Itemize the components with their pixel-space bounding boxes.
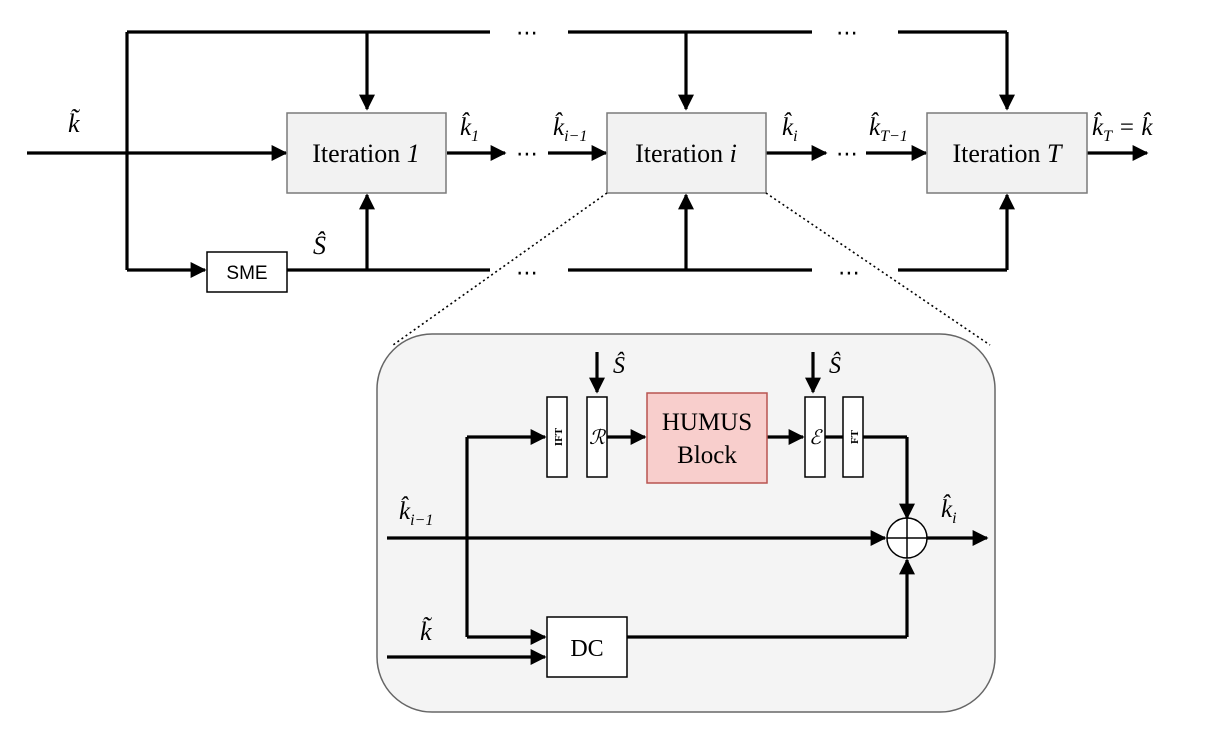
humus-block: HUMUS Block (646, 392, 768, 484)
k-tilde-label: k̃ (68, 109, 81, 138)
ift-label: IFT (553, 427, 565, 446)
k-t-minus-1-label: k̂T−1 (869, 112, 908, 145)
iteration-t-label: Iteration T (952, 139, 1063, 168)
e-operator-block: ℰ (804, 396, 826, 478)
sme-label: SME (226, 263, 267, 284)
sum-node (886, 517, 928, 559)
zoom-guide-right (765, 192, 991, 346)
ellipsis-bottom-1: ⋯ (516, 261, 538, 286)
iteration-1-label: Iteration 1 (312, 139, 420, 168)
k-i-minus-1-label: k̂i−1 (553, 112, 587, 145)
ft-label: FT (849, 429, 861, 444)
zoom-s-hat-label-2: Ŝ (829, 352, 841, 379)
zoom-k-i-label: k̂i (941, 494, 957, 527)
ellipsis-mid-2: ⋯ (836, 142, 858, 167)
s-hat-label: Ŝ (313, 231, 326, 260)
zoom-panel: IFT ℛ HUMUS Block ℰ FT DC (376, 333, 996, 713)
dc-block: DC (546, 616, 628, 678)
zoom-s-hat-label-1: Ŝ (613, 352, 625, 379)
e-operator-label: ℰ (809, 427, 823, 449)
ellipsis-mid-1: ⋯ (516, 142, 538, 167)
humus-label-line2: Block (677, 442, 737, 469)
r-operator-label: ℛ (589, 427, 607, 449)
ellipsis-top-1: ⋯ (516, 21, 538, 46)
k-t-output-label: k̂T = k̂ (1092, 112, 1153, 145)
iteration-t-block: Iteration T (926, 112, 1088, 194)
ft-block: FT (842, 396, 864, 478)
ellipsis-top-2: ⋯ (836, 21, 858, 46)
k-i-label: k̂i (782, 112, 798, 145)
sme-block: SME (206, 251, 288, 293)
ift-block: IFT (546, 396, 568, 478)
r-operator-block: ℛ (586, 396, 608, 478)
k-1-label: k̂1 (460, 112, 479, 145)
iteration-i-label: Iteration i (635, 139, 737, 168)
zoom-k-tilde-label: k̃ (420, 617, 433, 646)
ellipsis-bottom-2: ⋯ (838, 261, 860, 286)
humus-label-line1: HUMUS (662, 409, 752, 436)
iteration-i-block: Iteration i (606, 112, 767, 194)
zoom-guide-left (392, 192, 608, 346)
dc-label: DC (570, 636, 603, 662)
iteration-1-block: Iteration 1 (286, 112, 447, 194)
zoom-k-i-minus-1-label: k̂i−1 (399, 496, 433, 529)
top-signal-lines (27, 30, 1149, 278)
